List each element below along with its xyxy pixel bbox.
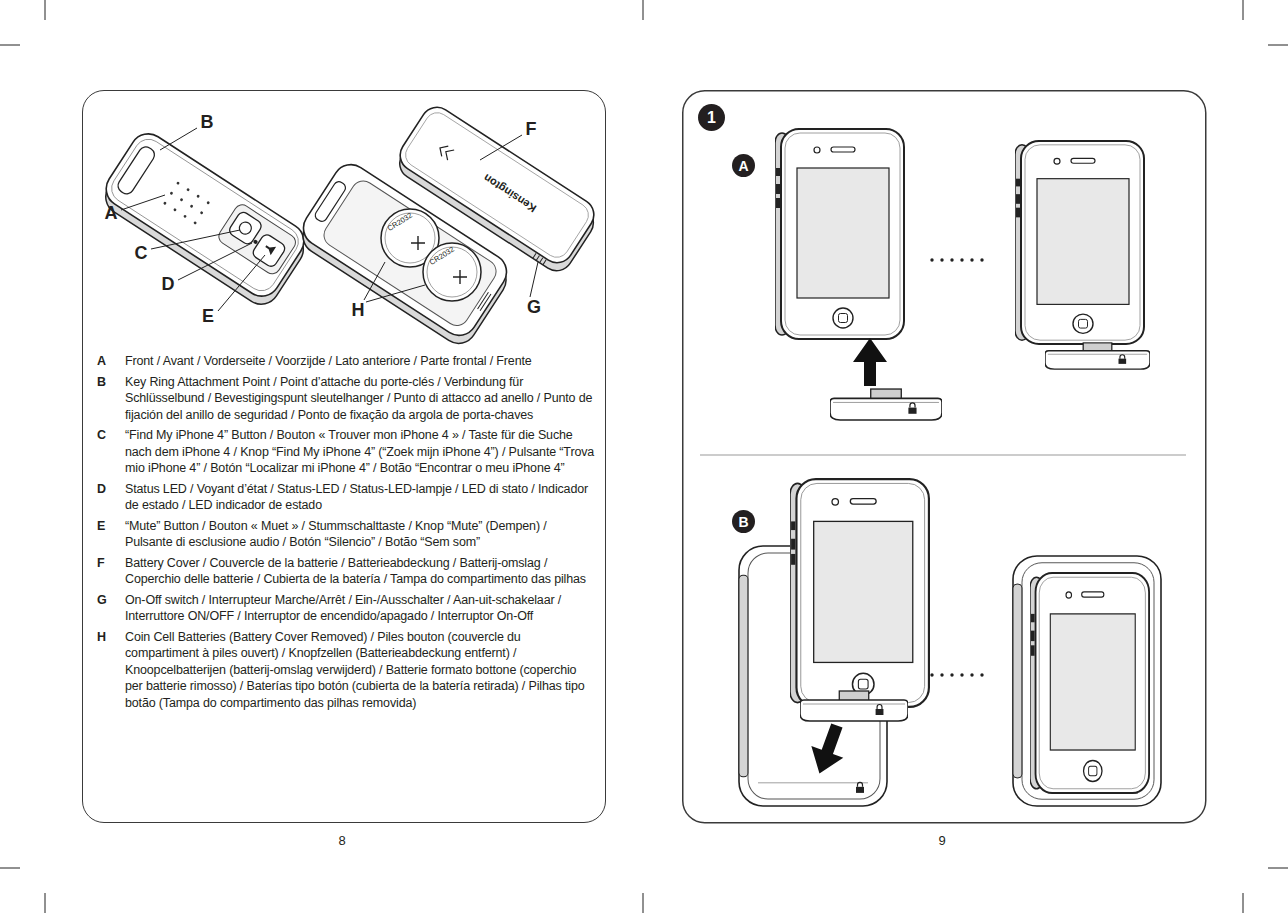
list-description: Battery Cover / Couvercle de la batterie…: [125, 555, 595, 588]
list-row: FBattery Cover / Couvercle de la batteri…: [97, 555, 595, 588]
list-letter: G: [97, 592, 125, 625]
list-row: DStatus LED / Voyant d’état / Status-LED…: [97, 481, 595, 514]
list-description: On-Off switch / Interrupteur Marche/Arrê…: [125, 592, 595, 625]
printed-marking: CR2032: [386, 212, 413, 233]
callout-letter: F: [526, 120, 537, 138]
page-number: 9: [938, 834, 945, 847]
callout-letter: C: [135, 244, 148, 262]
list-description: Status LED / Voyant d’état / Status-LED …: [125, 481, 595, 514]
step-badge: 1: [698, 104, 725, 131]
callout-letter: H: [352, 301, 365, 319]
callout-letter: D: [162, 275, 175, 293]
list-letter: C: [97, 427, 125, 477]
badge-text: A: [738, 159, 748, 173]
badge-text: B: [738, 515, 748, 529]
list-letter: F: [97, 555, 125, 588]
callout-letter: A: [105, 204, 118, 222]
printed-marking: CR2032: [428, 246, 455, 267]
list-row: BKey Ring Attachment Point / Point d’att…: [97, 374, 595, 424]
callout-letter: G: [527, 298, 541, 316]
list-letter: H: [97, 629, 125, 712]
list-row: AFront / Avant / Vorderseite / Voorzijde…: [97, 353, 595, 370]
callout-letter: B: [201, 113, 214, 131]
list-row: E“Mute” Button / Bouton « Muet » / Stumm…: [97, 518, 595, 551]
list-letter: A: [97, 353, 125, 370]
parts-list: AFront / Avant / Vorderseite / Voorzijde…: [97, 353, 595, 715]
list-description: Front / Avant / Vorderseite / Voorzijde …: [125, 353, 595, 370]
step-badge: A: [732, 154, 755, 177]
list-letter: B: [97, 374, 125, 424]
list-row: C“Find My iPhone 4” Button / Bouton « Tr…: [97, 427, 595, 477]
list-description: Coin Cell Batteries (Battery Cover Remov…: [125, 629, 595, 712]
list-row: HCoin Cell Batteries (Battery Cover Remo…: [97, 629, 595, 712]
badge-text: 1: [707, 110, 716, 126]
list-row: GOn-Off switch / Interrupteur Marche/Arr…: [97, 592, 595, 625]
callout-letter: E: [202, 307, 214, 325]
step-badge: B: [732, 510, 755, 533]
list-description: Key Ring Attachment Point / Point d’atta…: [125, 374, 595, 424]
printed-marking: Kensington: [482, 172, 539, 214]
list-description: “Find My iPhone 4” Button / Bouton « Tro…: [125, 427, 595, 477]
list-description: “Mute” Button / Bouton « Muet » / Stumms…: [125, 518, 595, 551]
page-number: 8: [338, 834, 345, 847]
list-letter: E: [97, 518, 125, 551]
list-letter: D: [97, 481, 125, 514]
